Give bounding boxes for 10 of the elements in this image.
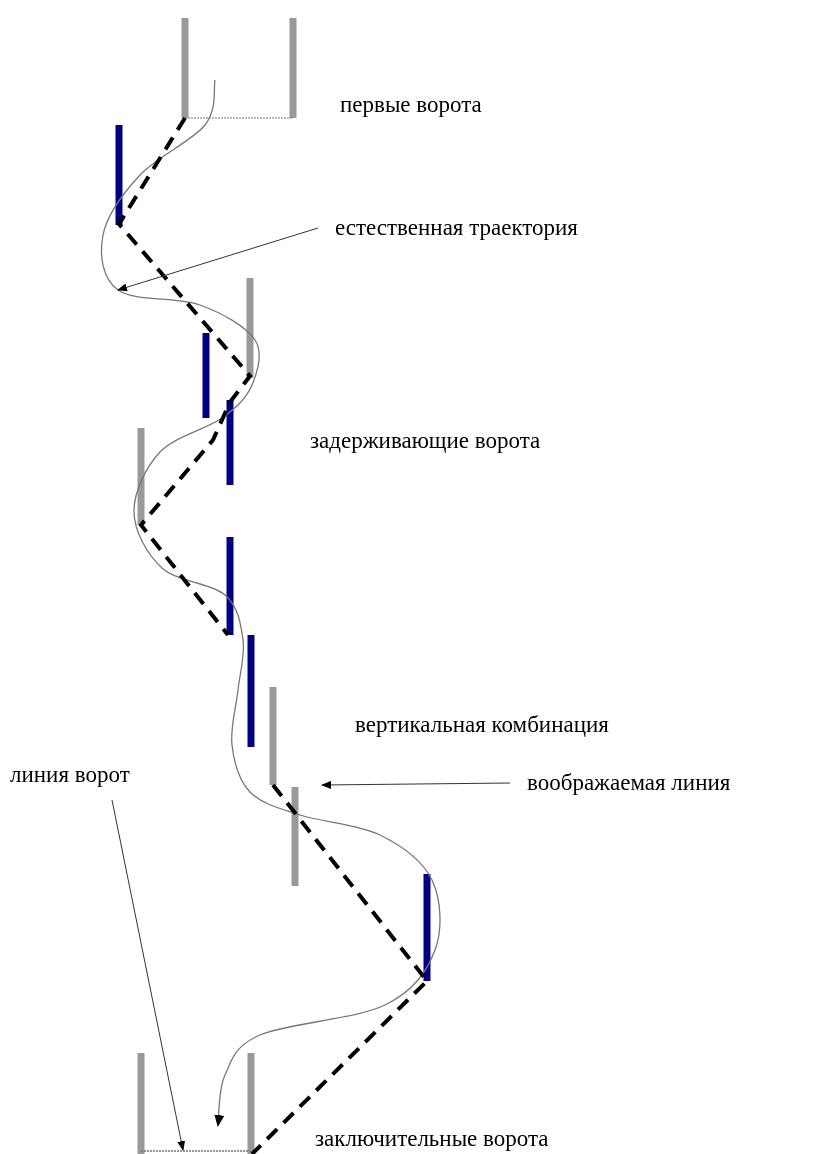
gate-label: задерживающие ворота xyxy=(310,428,541,454)
gate-label: первые ворота xyxy=(340,92,482,118)
leader-line xyxy=(117,227,319,292)
leader-line xyxy=(111,799,186,1151)
callout-label: естественная траектория xyxy=(335,215,578,241)
gate-label: вертикальная комбинация xyxy=(355,712,609,738)
leader-line xyxy=(321,780,511,789)
callout-label: воображаемая линия xyxy=(527,770,731,796)
gate-label: заключительные ворота xyxy=(315,1126,549,1152)
callout-label: линия ворот xyxy=(10,762,130,788)
